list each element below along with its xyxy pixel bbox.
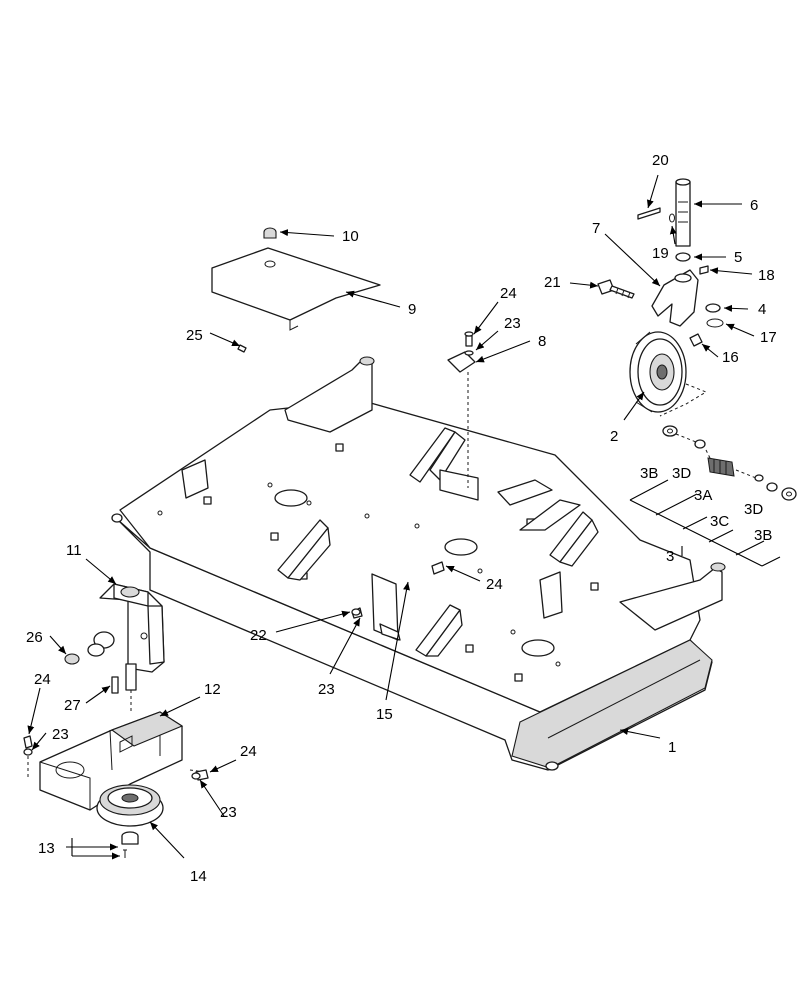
gearbox-mount <box>39 711 184 811</box>
caster-assembly <box>597 178 797 501</box>
callout-22: 22 <box>250 627 267 644</box>
callout-3: 3 <box>666 548 674 565</box>
callout-labels: 1 2 3 3A 3B 3B 3C 3D 3D 4 5 6 7 8 9 10 1… <box>26 152 777 885</box>
callout-24-left: 24 <box>34 671 51 688</box>
callout-8: 8 <box>538 333 546 350</box>
callout-19: 19 <box>652 245 669 262</box>
callout-2: 2 <box>610 428 618 445</box>
callout-23-left: 23 <box>52 726 69 743</box>
callout-13: 13 <box>38 840 55 857</box>
callout-3b-bottom: 3B <box>754 527 772 544</box>
callout-3a: 3A <box>694 487 712 504</box>
belt-shield <box>211 247 381 331</box>
callout-23-bottom: 23 <box>220 804 237 821</box>
callout-3b-top: 3B <box>640 465 658 482</box>
callout-1: 1 <box>668 739 676 756</box>
plug <box>64 653 80 665</box>
callout-20: 20 <box>652 152 669 169</box>
kit-3-bracket <box>629 479 781 567</box>
callout-5: 5 <box>734 249 742 266</box>
callout-24-mid: 24 <box>486 576 503 593</box>
callout-3d-top: 3D <box>672 465 691 482</box>
callout-23-top: 23 <box>504 315 521 332</box>
leader-lines <box>27 174 755 858</box>
shield-knob <box>263 227 277 239</box>
callout-21: 21 <box>544 274 561 291</box>
mower-deck <box>111 356 726 771</box>
callout-3c: 3C <box>710 513 729 530</box>
callout-15: 15 <box>376 706 393 723</box>
pulley <box>96 784 164 827</box>
callout-26: 26 <box>26 629 43 646</box>
callout-14: 14 <box>190 868 207 885</box>
callout-4: 4 <box>758 301 766 318</box>
callout-18: 18 <box>758 267 775 284</box>
callout-17: 17 <box>760 329 777 346</box>
gearbox <box>87 583 165 712</box>
idler-bracket <box>447 331 476 488</box>
key <box>111 676 119 694</box>
callout-7: 7 <box>592 220 600 237</box>
callout-16: 16 <box>722 349 739 366</box>
callout-25: 25 <box>186 327 203 344</box>
callout-10: 10 <box>342 228 359 245</box>
callout-24-bottom: 24 <box>240 743 257 760</box>
callout-27: 27 <box>64 697 81 714</box>
pulley-hub <box>121 831 139 858</box>
callout-11: 11 <box>66 542 82 559</box>
callout-23-mid: 23 <box>318 681 335 698</box>
callout-3d-bottom: 3D <box>744 501 763 518</box>
hardware-bolts <box>23 344 445 781</box>
callout-24-top: 24 <box>500 285 517 302</box>
callout-12: 12 <box>204 681 221 698</box>
callout-9: 9 <box>408 301 416 318</box>
callout-6: 6 <box>750 197 758 214</box>
